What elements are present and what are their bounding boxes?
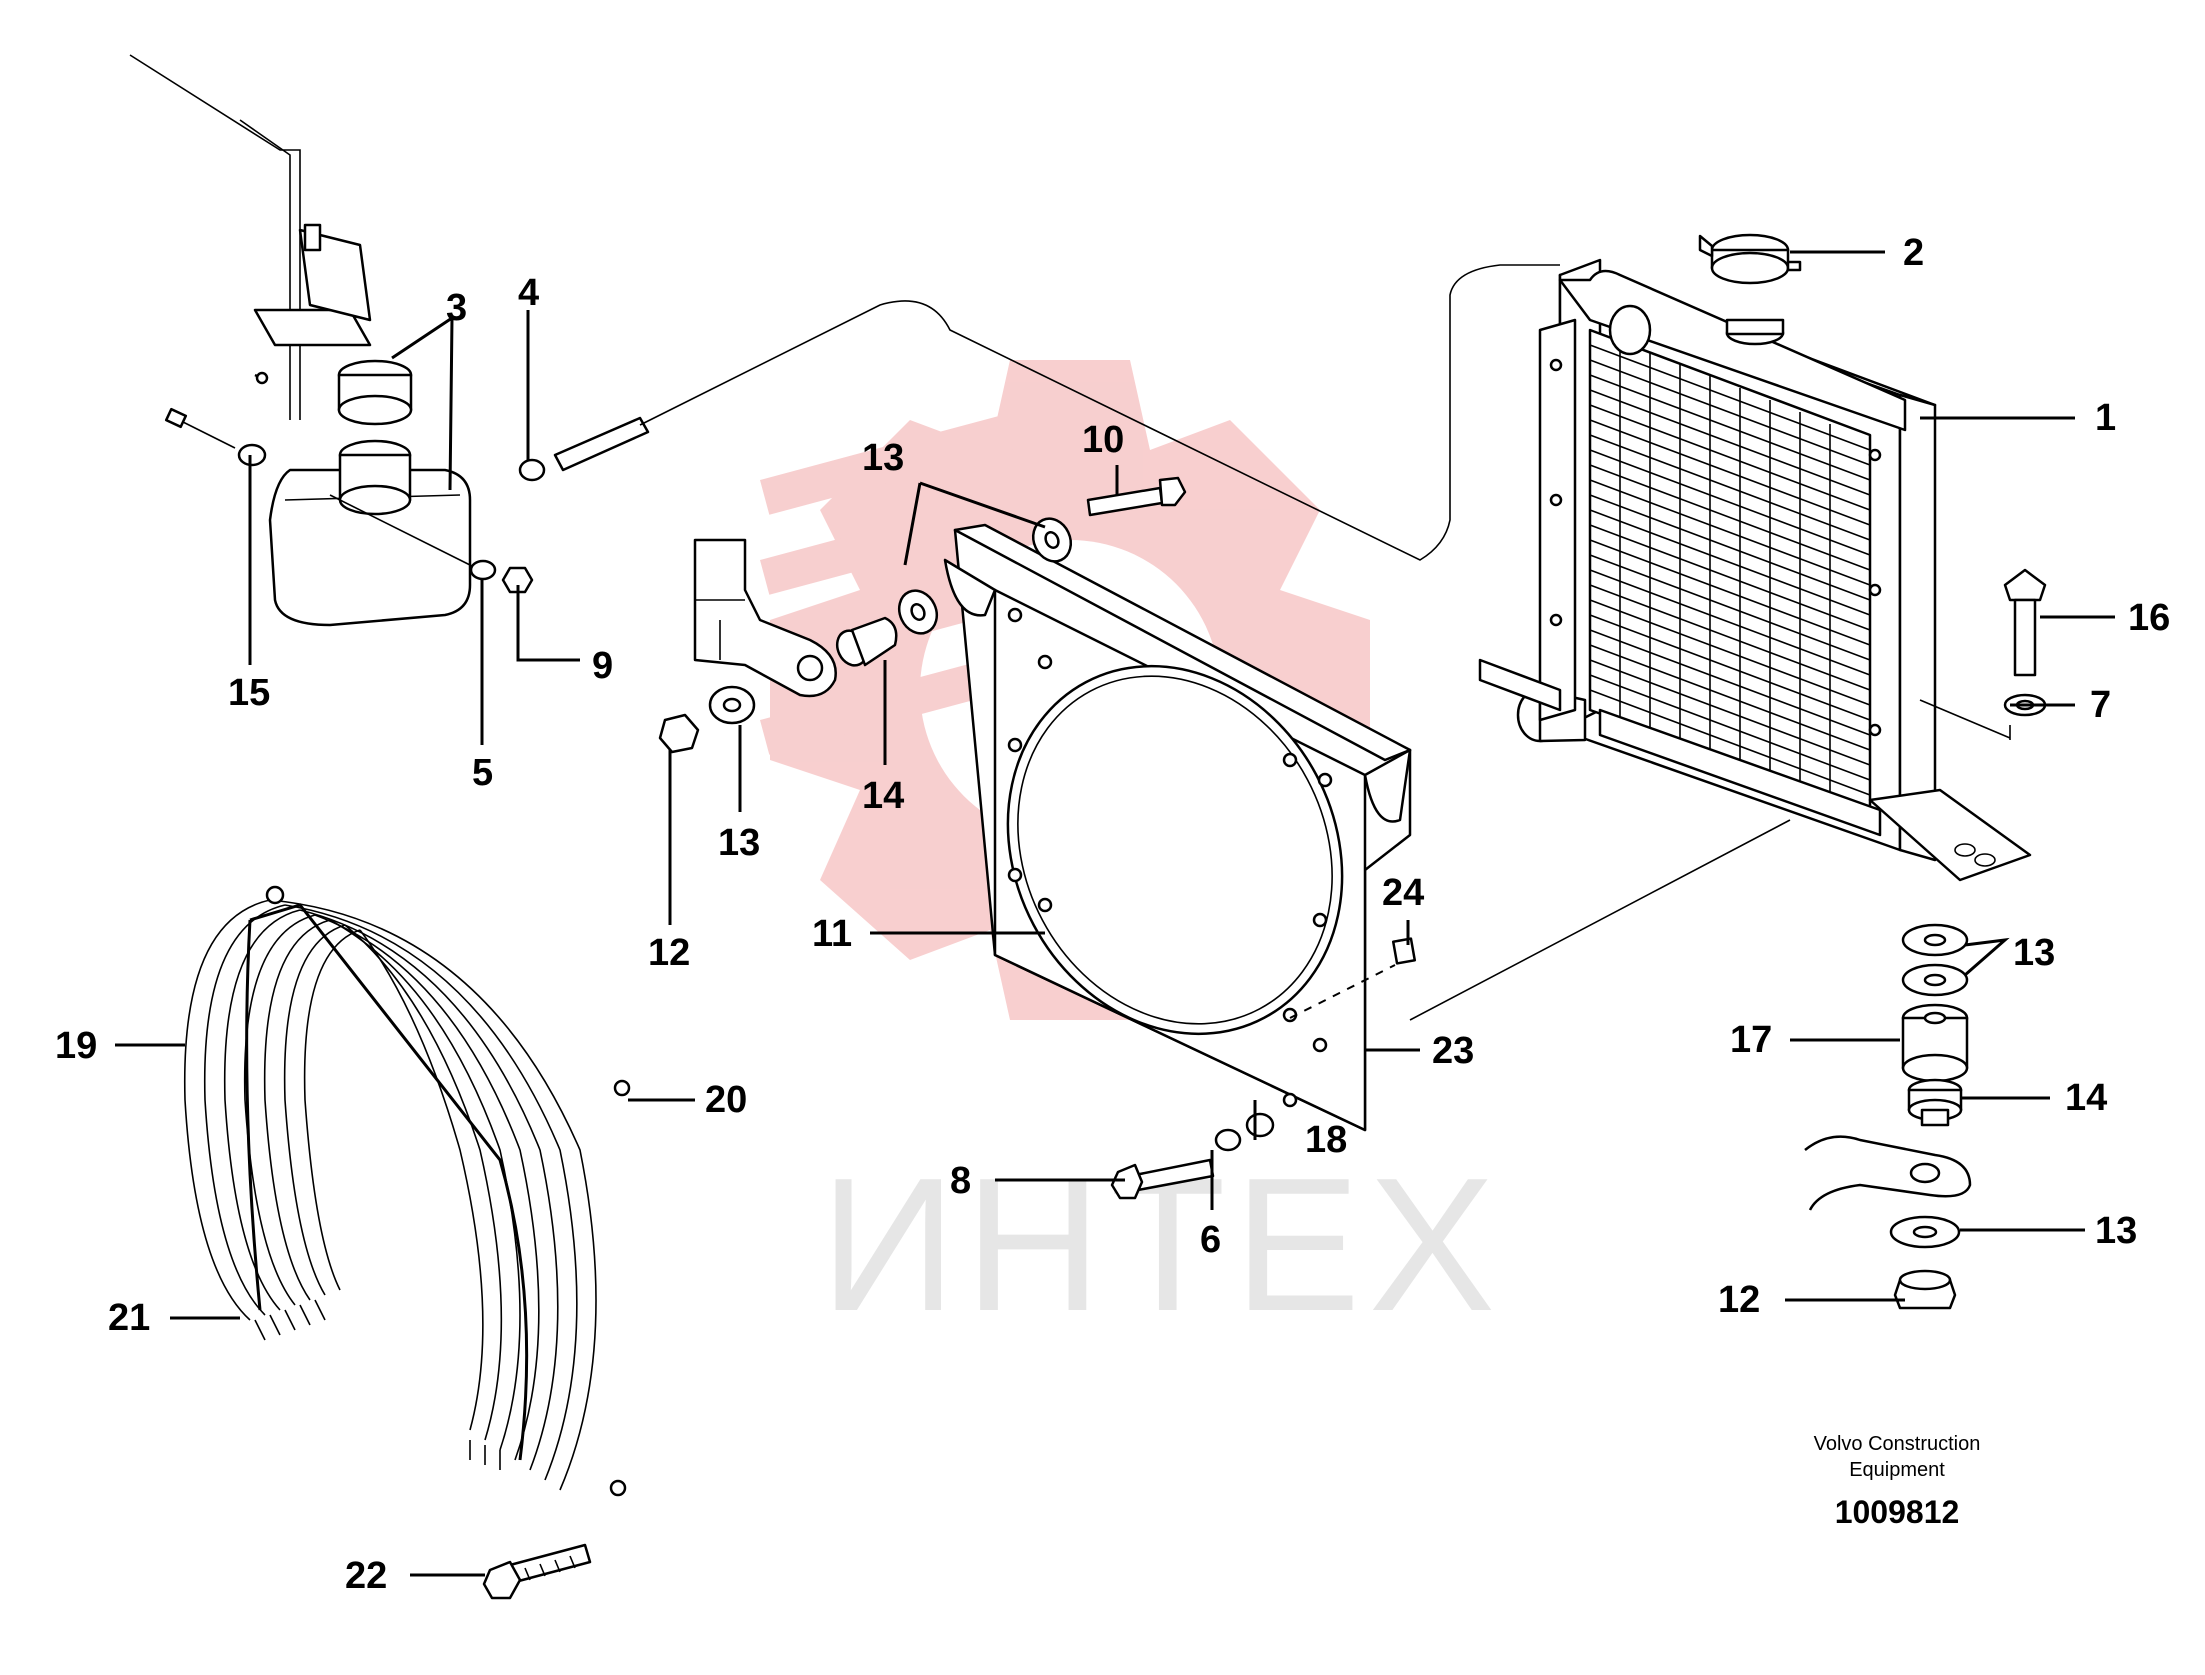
callout-20: 20 (705, 1079, 747, 1121)
fan-guard (183, 885, 631, 1497)
callout-22: 22 (345, 1555, 387, 1597)
callout-12-right: 12 (1718, 1279, 1760, 1321)
footer-company-line2: Equipment (1849, 1459, 1945, 1481)
fan-guard-bolt (482, 1543, 592, 1600)
callout-13-left: 13 (718, 822, 760, 864)
callout-4: 4 (518, 272, 539, 314)
callout-17: 17 (1730, 1019, 1772, 1061)
callout-7: 7 (2090, 684, 2111, 726)
footer-company-line1: Volvo Construction (1814, 1433, 1981, 1455)
tank-fasteners (164, 407, 534, 594)
callout-24: 24 (1382, 872, 1424, 914)
tank-bracket (129, 54, 372, 420)
radiator-cap (1698, 233, 1802, 285)
callout-2: 2 (1903, 232, 1924, 274)
callout-5: 5 (472, 752, 493, 794)
fan-shroud (943, 523, 1791, 1132)
callout-11: 11 (812, 913, 852, 955)
callout-15: 15 (228, 672, 270, 714)
callout-19: 19 (55, 1025, 97, 1067)
document-number: 1009812 (1835, 1494, 1960, 1530)
callout-12-left: 12 (648, 932, 690, 974)
callout-14-left: 14 (862, 775, 904, 817)
callout-21: 21 (108, 1297, 150, 1339)
callout-8: 8 (950, 1160, 971, 1202)
shroud-fasteners (1110, 1112, 1275, 1200)
callout-10: 10 (1082, 419, 1124, 461)
callout-3: 3 (446, 287, 467, 329)
callout-14-right: 14 (2065, 1077, 2107, 1119)
expansion-tank (268, 359, 481, 627)
callout-13-top: 13 (862, 437, 904, 479)
callout-9: 9 (592, 645, 613, 687)
callout-13-right-upper: 13 (2013, 932, 2055, 974)
callout-16: 16 (2128, 597, 2170, 639)
radiator (1478, 258, 2032, 882)
overflow-hose (518, 264, 1560, 561)
callout-18: 18 (1305, 1119, 1347, 1161)
footer-block: Volvo Construction Equipment 1009812 (1814, 1433, 1981, 1530)
callout-1: 1 (2095, 397, 2116, 439)
radiator-mount-fasteners (1804, 568, 2047, 1310)
callout-13-right-lower: 13 (2095, 1210, 2137, 1252)
bracket-fasteners (658, 476, 1187, 754)
callout-23: 23 (1432, 1030, 1474, 1072)
nut-clip (1391, 937, 1417, 965)
callout-labels: 1 2 3 4 5 6 7 8 9 10 11 12 12 13 13 13 1… (55, 232, 2170, 1597)
callout-6: 6 (1200, 1219, 1221, 1261)
mounting-bracket (693, 538, 837, 698)
leader-lines (115, 250, 2115, 1577)
